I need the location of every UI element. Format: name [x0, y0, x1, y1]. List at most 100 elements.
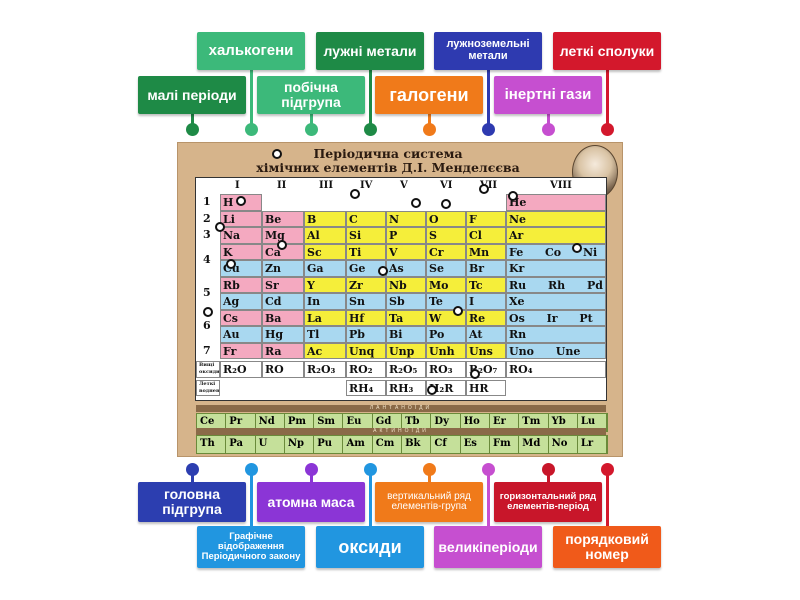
element-cell: Po [426, 326, 466, 343]
drop-target-pin[interactable] [350, 189, 360, 199]
label-main-subgroup[interactable]: головна підгрупа [138, 482, 246, 522]
element-cell: Cd [262, 293, 304, 310]
drop-target-pin[interactable] [277, 240, 287, 250]
oxide-formula: R₂O [220, 361, 262, 378]
element-cell: Re [466, 309, 506, 326]
group-header: II [277, 180, 287, 191]
element-cell: Br [466, 260, 506, 277]
label-side-subgroup[interactable]: побічна підгрупа [257, 76, 365, 114]
label-large-periods[interactable]: великіперіоди [434, 526, 542, 568]
label-atomic-mass[interactable]: атомна маса [257, 482, 365, 522]
label-anchor [542, 463, 555, 476]
f-block-element: Am [344, 436, 373, 453]
label-vertical-row-group[interactable]: вертикальний ряд елементів-група [375, 482, 483, 522]
element-cell: Ti [346, 243, 386, 260]
label-anchor [482, 123, 495, 136]
drop-target-pin[interactable] [411, 198, 421, 208]
element-cell: Au [220, 326, 262, 343]
connector [606, 70, 609, 128]
element-cell: Ag [220, 293, 262, 310]
element-cell: Ge [346, 260, 386, 277]
element-cell: Li [220, 210, 262, 227]
element-cell: Bi [386, 326, 426, 343]
f-block-element: No [549, 436, 578, 453]
label-graphic-representation[interactable]: Графічне відображення Періодичного закон… [197, 526, 305, 568]
connector [250, 70, 253, 128]
oxide-formula: R₂O₅ [386, 361, 426, 378]
drop-target-pin[interactable] [508, 191, 518, 201]
label-halogens[interactable]: галогени [375, 76, 483, 114]
volatile-compound: RH₄ [346, 379, 386, 396]
element-cell: C [346, 210, 386, 227]
connector [606, 470, 609, 526]
f-block-element: Md [519, 436, 549, 453]
element-cell: Nb [386, 276, 426, 293]
connector [487, 470, 490, 526]
label-noble-gases[interactable]: інертні гази [494, 76, 602, 114]
drop-target-pin[interactable] [272, 149, 282, 159]
connector [428, 470, 431, 482]
element-cell: Unp [386, 342, 426, 359]
drop-target-pin[interactable] [479, 184, 489, 194]
element-cell: Cs [220, 309, 262, 326]
drop-target-pin[interactable] [226, 259, 236, 269]
label-chalcogens[interactable]: халькогени [197, 32, 305, 70]
element-cell: Ra [262, 342, 304, 359]
f-block-element: Pa [226, 436, 256, 453]
element-cell: B [304, 210, 346, 227]
actinides-label: АКТИНОЇДИ [196, 428, 606, 435]
connector [369, 470, 372, 526]
drop-target-pin[interactable] [203, 307, 213, 317]
label-volatile-compounds[interactable]: леткі сполуки [553, 32, 661, 70]
element-cell: Mo [426, 276, 466, 293]
f-block-element: Er [490, 414, 520, 431]
f-block-element: Eu [344, 414, 373, 431]
oxide-formula: RO₃ [426, 361, 466, 378]
drop-target-pin[interactable] [427, 385, 437, 395]
element-cell: Kr [506, 260, 606, 277]
f-block-element: Ho [461, 414, 490, 431]
element-cell: Na [220, 227, 262, 244]
element-cell: O [426, 210, 466, 227]
connector [369, 70, 372, 128]
element-cell: Ac [304, 342, 346, 359]
drop-target-pin[interactable] [470, 369, 480, 379]
oxide-formula: RO [262, 361, 304, 378]
label-oxides[interactable]: оксиди [316, 526, 424, 568]
label-anchor [305, 463, 318, 476]
label-alkaline-earth-metals[interactable]: лужноземельні метали [434, 32, 542, 70]
period-number: 6 [203, 318, 211, 332]
f-block-element: Cf [431, 436, 461, 453]
period-number: 5 [203, 285, 211, 299]
label-horizontal-row-period[interactable]: горизонтальний ряд елементів-період [494, 482, 602, 522]
drop-target-pin[interactable] [378, 266, 388, 276]
label-anchor [423, 463, 436, 476]
f-block-element: Es [461, 436, 490, 453]
drop-target-pin[interactable] [441, 199, 451, 209]
label-anchor [245, 123, 258, 136]
label-ordinal-number[interactable]: порядковий номер [553, 526, 661, 568]
drop-target-pin[interactable] [236, 196, 246, 206]
element-cell: At [466, 326, 506, 343]
f-block-element: Nd [256, 414, 285, 431]
connector [547, 470, 550, 482]
element-cell: Be [262, 210, 304, 227]
element-cell: Unh [426, 342, 466, 359]
drop-target-pin[interactable] [215, 222, 225, 232]
oxides-row-label: Вищі оксиди [196, 361, 220, 378]
element-cell: As [386, 260, 426, 277]
drop-target-pin[interactable] [453, 306, 463, 316]
f-block-element: U [256, 436, 285, 453]
element-cell: Rn [506, 326, 606, 343]
label-anchor [601, 463, 614, 476]
drop-target-pin[interactable] [572, 243, 582, 253]
label-anchor [364, 123, 377, 136]
element-cell: Os Ir Pt [506, 309, 606, 326]
f-block-element: Fm [490, 436, 520, 453]
label-small-periods[interactable]: малі періоди [138, 76, 246, 114]
element-cell: Te [426, 293, 466, 310]
group-header: VII [480, 180, 498, 191]
label-alkali-metals[interactable]: лужні метали [316, 32, 424, 70]
connector [250, 470, 253, 526]
